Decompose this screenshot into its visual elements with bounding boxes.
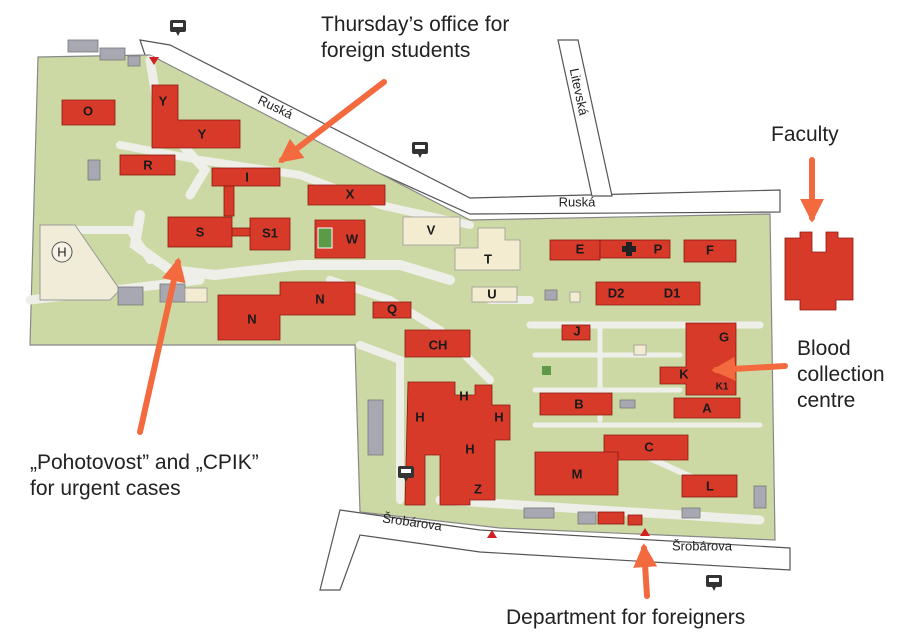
label-H2: H xyxy=(415,409,424,424)
building-Y xyxy=(151,84,241,149)
arrow-foreigners xyxy=(633,543,658,599)
building-V xyxy=(402,216,461,246)
label-H4: H xyxy=(465,441,474,456)
building-H xyxy=(404,381,511,506)
label-Q: Q xyxy=(387,301,397,316)
building-M xyxy=(534,451,619,496)
label-U: U xyxy=(487,286,496,301)
building-D xyxy=(595,281,701,306)
litevska-street xyxy=(557,39,613,197)
label-T: T xyxy=(484,251,492,266)
annotation-pohotovost-line2: for urgent cases xyxy=(30,477,181,500)
label-S: S xyxy=(196,224,205,239)
annotation-pohotovost-line1: „Pohotovost” and „CPIK” xyxy=(30,451,259,474)
hospital-buildings xyxy=(61,84,741,526)
label-L: L xyxy=(706,478,714,493)
arrow-thursday-office xyxy=(278,79,387,163)
annotation-pohotovost: „Pohotovost” and „CPIK” for urgent cases xyxy=(30,450,259,502)
label-P: P xyxy=(654,241,663,256)
building-A xyxy=(673,397,741,419)
bus-stop-icon xyxy=(398,466,414,482)
label-D2: D2 xyxy=(608,285,625,300)
annotation-thursday-line2: foreign students xyxy=(321,39,471,62)
building-L xyxy=(681,474,738,498)
green-square xyxy=(542,366,551,375)
label-Y2: Y xyxy=(198,126,207,141)
building-Q xyxy=(372,301,412,319)
building-X xyxy=(307,184,386,206)
label-B: B xyxy=(574,396,583,411)
street-label-srobarova-right: Šrobárova xyxy=(672,538,733,553)
bus-stop-icon xyxy=(706,575,722,591)
annotation-department-foreigners: Department for foreigners xyxy=(506,606,746,629)
building-CH xyxy=(404,329,471,358)
annotation-faculty: Faculty xyxy=(771,123,839,146)
building-T xyxy=(454,227,521,271)
building-N xyxy=(217,281,356,341)
helipad-label: H xyxy=(57,244,66,259)
label-K: K xyxy=(679,366,689,381)
label-S1: S1 xyxy=(262,225,278,240)
entrance-markers xyxy=(149,57,650,538)
annotation-thursday-office: Thursday’s office for foreign students xyxy=(321,12,509,64)
bus-stop-icon xyxy=(170,20,186,36)
pharmacy-icon xyxy=(622,242,636,256)
building-J xyxy=(561,324,591,341)
faculty-building xyxy=(784,231,854,311)
street-label-ruska-lower: Ruská xyxy=(559,194,597,209)
annotation-arrows xyxy=(137,79,824,599)
label-W: W xyxy=(346,231,359,246)
bus-stop-icons xyxy=(170,20,722,591)
annotation-blood-line1: Blood xyxy=(797,337,851,360)
label-H3: H xyxy=(494,409,503,424)
label-G: G xyxy=(719,329,729,344)
helipad: H xyxy=(39,224,121,301)
label-O: O xyxy=(83,103,93,118)
label-Y1: Y xyxy=(159,93,168,108)
building-U xyxy=(471,286,518,303)
arrow-blood-collection xyxy=(711,356,788,381)
label-J: J xyxy=(573,323,580,338)
label-CH: CH xyxy=(429,337,448,352)
sports-field xyxy=(317,227,333,249)
building-I xyxy=(211,167,281,187)
beige-buildings xyxy=(184,216,647,356)
annotation-blood-line2: collection xyxy=(797,363,885,386)
label-X: X xyxy=(346,186,355,201)
label-R: R xyxy=(143,157,153,172)
building-labels: O Y Y R I X S S1 W V T U E P F D2 D1 N N… xyxy=(83,93,729,496)
label-N2: N xyxy=(247,311,256,326)
service-buildings xyxy=(67,39,767,525)
arrow-pohotovost xyxy=(137,257,186,435)
building-S xyxy=(167,216,233,248)
annotation-blood-line3: centre xyxy=(797,389,856,412)
label-N1: N xyxy=(315,291,324,306)
label-K1: K1 xyxy=(716,382,729,393)
srobarova-street xyxy=(319,509,791,591)
building-F xyxy=(683,239,737,263)
label-V: V xyxy=(427,222,436,237)
building-O xyxy=(61,99,116,126)
label-A: A xyxy=(702,400,712,415)
label-D1: D1 xyxy=(664,285,681,300)
annotation-thursday-line1: Thursday’s office for xyxy=(321,13,510,36)
annotation-blood-collection: Blood collection centre xyxy=(797,336,885,414)
building-S1 xyxy=(249,217,291,251)
label-H1: H xyxy=(459,388,468,403)
label-E: E xyxy=(576,241,585,256)
label-I: I xyxy=(245,169,249,184)
label-C: C xyxy=(644,439,654,454)
label-Z: Z xyxy=(474,481,482,496)
label-F: F xyxy=(706,242,714,257)
building-R xyxy=(119,154,176,176)
bus-stop-icon xyxy=(412,142,428,158)
building-B xyxy=(539,392,613,416)
label-M: M xyxy=(572,466,583,481)
